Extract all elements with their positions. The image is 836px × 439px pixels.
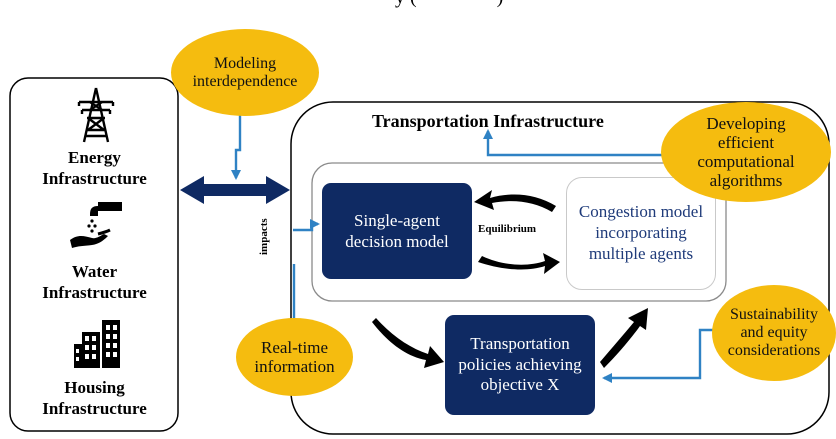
- modeling-connector: [231, 110, 242, 180]
- algorithms-oval: Developing efficient computational algor…: [661, 102, 831, 202]
- energy-label-line1: Energy: [68, 148, 121, 167]
- transportation-panel: [290, 101, 830, 435]
- single-agent-box: Single-agent decision model: [322, 183, 472, 279]
- buildings-icon: [72, 318, 124, 370]
- energy-label: Energy Infrastructure: [12, 148, 177, 189]
- modeling-interdependence-label: Modeling interdependence: [192, 54, 298, 90]
- water-label-line1: Water: [71, 262, 118, 281]
- water-tap-icon: [68, 200, 126, 252]
- housing-label-line2: Infrastructure: [42, 398, 147, 418]
- impacts-label: impacts: [258, 218, 270, 255]
- policies-label: Transportation policies achieving object…: [458, 334, 582, 395]
- bidirectional-arrow: [180, 176, 290, 204]
- modeling-interdependence-oval: Modeling interdependence: [171, 29, 319, 116]
- equilibrium-arrow-right: [478, 253, 560, 274]
- single-agent-label: Single-agent decision model: [345, 210, 449, 251]
- impacts-connector: [293, 219, 320, 232]
- sustainability-connector: [602, 328, 716, 383]
- water-label: Water Infrastructure: [12, 262, 177, 303]
- policies-box: Transportation policies achieving object…: [445, 315, 595, 415]
- cropped-title: y ( ): [395, 0, 503, 9]
- policy-arrow-out: [600, 308, 648, 368]
- housing-label-line1: Housing: [64, 378, 125, 397]
- algorithms-connector: [483, 129, 662, 157]
- sustainability-label: Sustainability and equity considerations: [727, 306, 821, 359]
- congestion-box: Congestion model incorporating multiple …: [566, 177, 716, 290]
- equilibrium-label: Equilibrium: [478, 223, 537, 235]
- inner-model-box: [311, 162, 727, 302]
- transportation-title: Transportation Infrastructure: [372, 111, 604, 131]
- equilibrium-arrow-left: [474, 190, 556, 212]
- algorithms-label: Developing efficient computational algor…: [697, 113, 795, 191]
- policy-arrow-in: [372, 318, 444, 368]
- realtime-info-label: Real-time information: [254, 337, 335, 376]
- sustainability-oval: Sustainability and equity considerations: [712, 285, 836, 381]
- power-tower-icon: [76, 86, 116, 144]
- energy-label-line2: Infrastructure: [42, 168, 147, 188]
- housing-label: Housing Infrastructure: [12, 378, 177, 419]
- left-infrastructure-panel: [9, 77, 179, 432]
- water-label-line2: Infrastructure: [42, 282, 147, 302]
- realtime-info-oval: Real-time information: [236, 318, 353, 396]
- congestion-label: Congestion model incorporating multiple …: [578, 202, 704, 263]
